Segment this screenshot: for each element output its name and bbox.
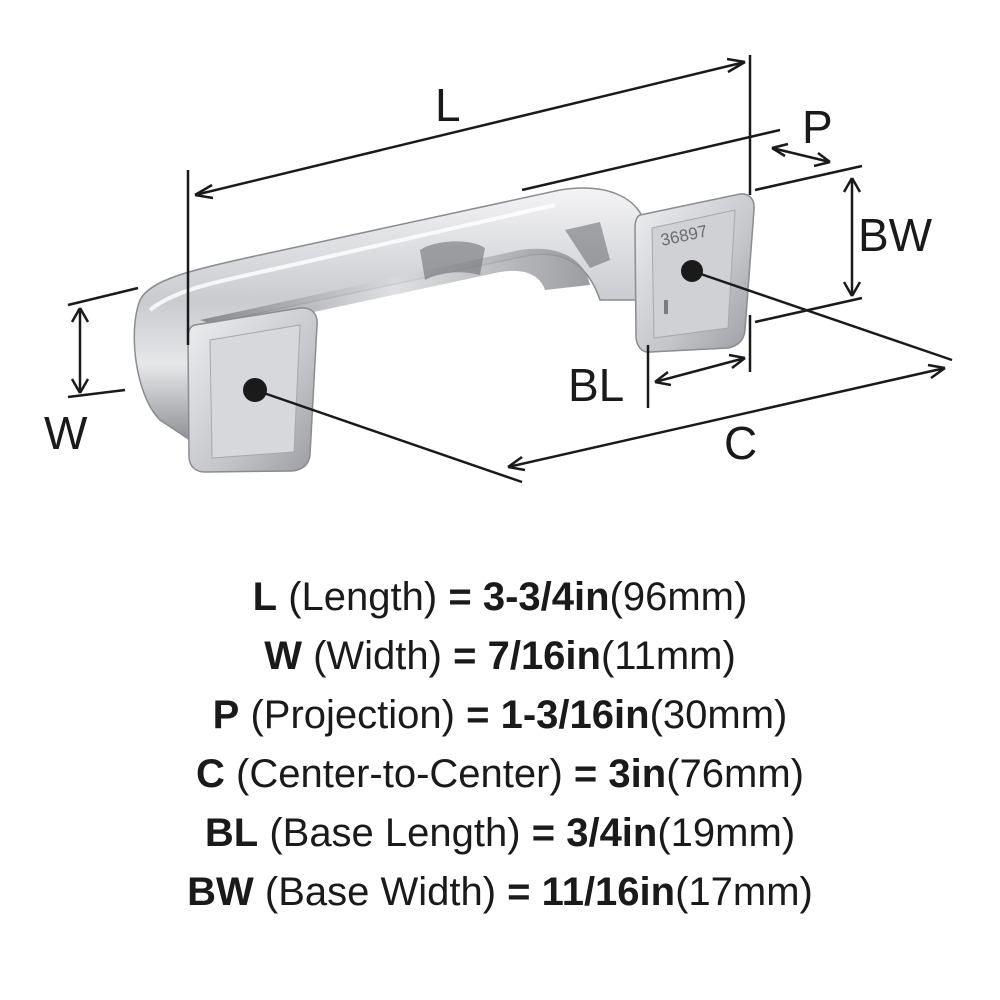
spec-mm-value: (76mm) xyxy=(666,752,804,796)
handle-diagram: 36897 xyxy=(67,55,953,484)
p-dimension-line xyxy=(771,146,831,164)
l-dimension-line xyxy=(194,60,746,197)
spec-inch-value: 3-3/4in xyxy=(482,575,610,619)
spec-code: C xyxy=(196,752,225,796)
bl-arrow-right xyxy=(728,353,746,369)
spec-equals: = xyxy=(466,693,490,737)
c-center-line-right xyxy=(691,269,953,362)
bw-arrow-bottom xyxy=(842,281,862,297)
spec-code: L xyxy=(252,575,278,619)
spec-name: (Projection) xyxy=(250,693,455,737)
p-arrow-right xyxy=(813,152,831,168)
spec-equals: = xyxy=(448,575,472,619)
spec-mm-value: (30mm) xyxy=(649,693,788,737)
label-length: L xyxy=(435,79,461,131)
spec-equals: = xyxy=(507,870,531,914)
l-arrow-right xyxy=(726,57,746,74)
spec-name: (Length) xyxy=(288,575,438,619)
spec-equals: = xyxy=(573,752,598,796)
spec-mm-value: (96mm) xyxy=(609,575,748,619)
spec-name: (Center-to-Center) xyxy=(236,752,563,796)
spec-base-length: BL (Base Length) = 3/4in(19mm) xyxy=(0,804,1000,863)
c-arrow-left xyxy=(507,455,526,472)
w-extension-top xyxy=(67,286,139,307)
l-arrow-left xyxy=(194,183,214,200)
w-arrow-top xyxy=(70,307,90,323)
c-center-line-left xyxy=(254,388,523,484)
spec-code: W xyxy=(264,634,302,678)
projection-reference-line xyxy=(521,128,781,192)
c-dimension-line xyxy=(507,366,946,469)
c-arrow-right xyxy=(927,363,946,380)
label-center-to-center: C xyxy=(724,417,758,469)
dimension-lines xyxy=(67,55,953,484)
spec-equals: = xyxy=(453,634,477,678)
spec-base-width: BW (Base Width) = 11/16in(17mm) xyxy=(0,863,1000,922)
spec-inch-value: 7/16in xyxy=(487,634,601,678)
bl-arrow-left xyxy=(654,371,672,387)
bl-dimension-line xyxy=(654,356,746,384)
label-base-length: BL xyxy=(568,359,625,411)
left-base-plate xyxy=(187,307,318,473)
spec-name: (Base Length) xyxy=(269,811,521,855)
spec-mm-value: (17mm) xyxy=(675,870,813,914)
spec-code: BW xyxy=(187,870,254,914)
spec-center-to-center: C (Center-to-Center) = 3in(76mm) xyxy=(0,745,1000,804)
spec-width: W (Width) = 7/16in(11mm) xyxy=(0,627,1000,686)
w-extension-bottom xyxy=(67,388,126,399)
bw-arrow-top xyxy=(842,177,862,193)
spec-equals: = xyxy=(531,811,556,855)
label-projection: P xyxy=(802,101,833,153)
spec-name: (Width) xyxy=(313,634,442,678)
spec-inch-value: 1-3/16in xyxy=(500,693,650,737)
spec-code: P xyxy=(212,693,240,737)
label-width: W xyxy=(44,407,88,459)
label-base-width: BW xyxy=(858,209,933,261)
spec-inch-value: 11/16in xyxy=(541,870,676,914)
spec-projection: P (Projection) = 1-3/16in(30mm) xyxy=(0,686,1000,745)
p-arrow-left xyxy=(771,142,789,158)
spec-inch-value: 3in xyxy=(608,752,667,796)
spec-mm-value: (11mm) xyxy=(600,634,736,678)
spec-inch-value: 3/4in xyxy=(566,811,658,855)
bw-extension-top xyxy=(754,164,863,192)
spec-code: BL xyxy=(204,811,259,855)
spec-name: (Base Width) xyxy=(264,870,497,914)
spec-mm-value: (19mm) xyxy=(657,811,796,855)
specifications-list: L (Length) = 3-3/4in(96mm) W (Width) = 7… xyxy=(0,568,1000,922)
w-arrow-bottom xyxy=(70,378,90,394)
spec-length: L (Length) = 3-3/4in(96mm) xyxy=(0,568,1000,627)
